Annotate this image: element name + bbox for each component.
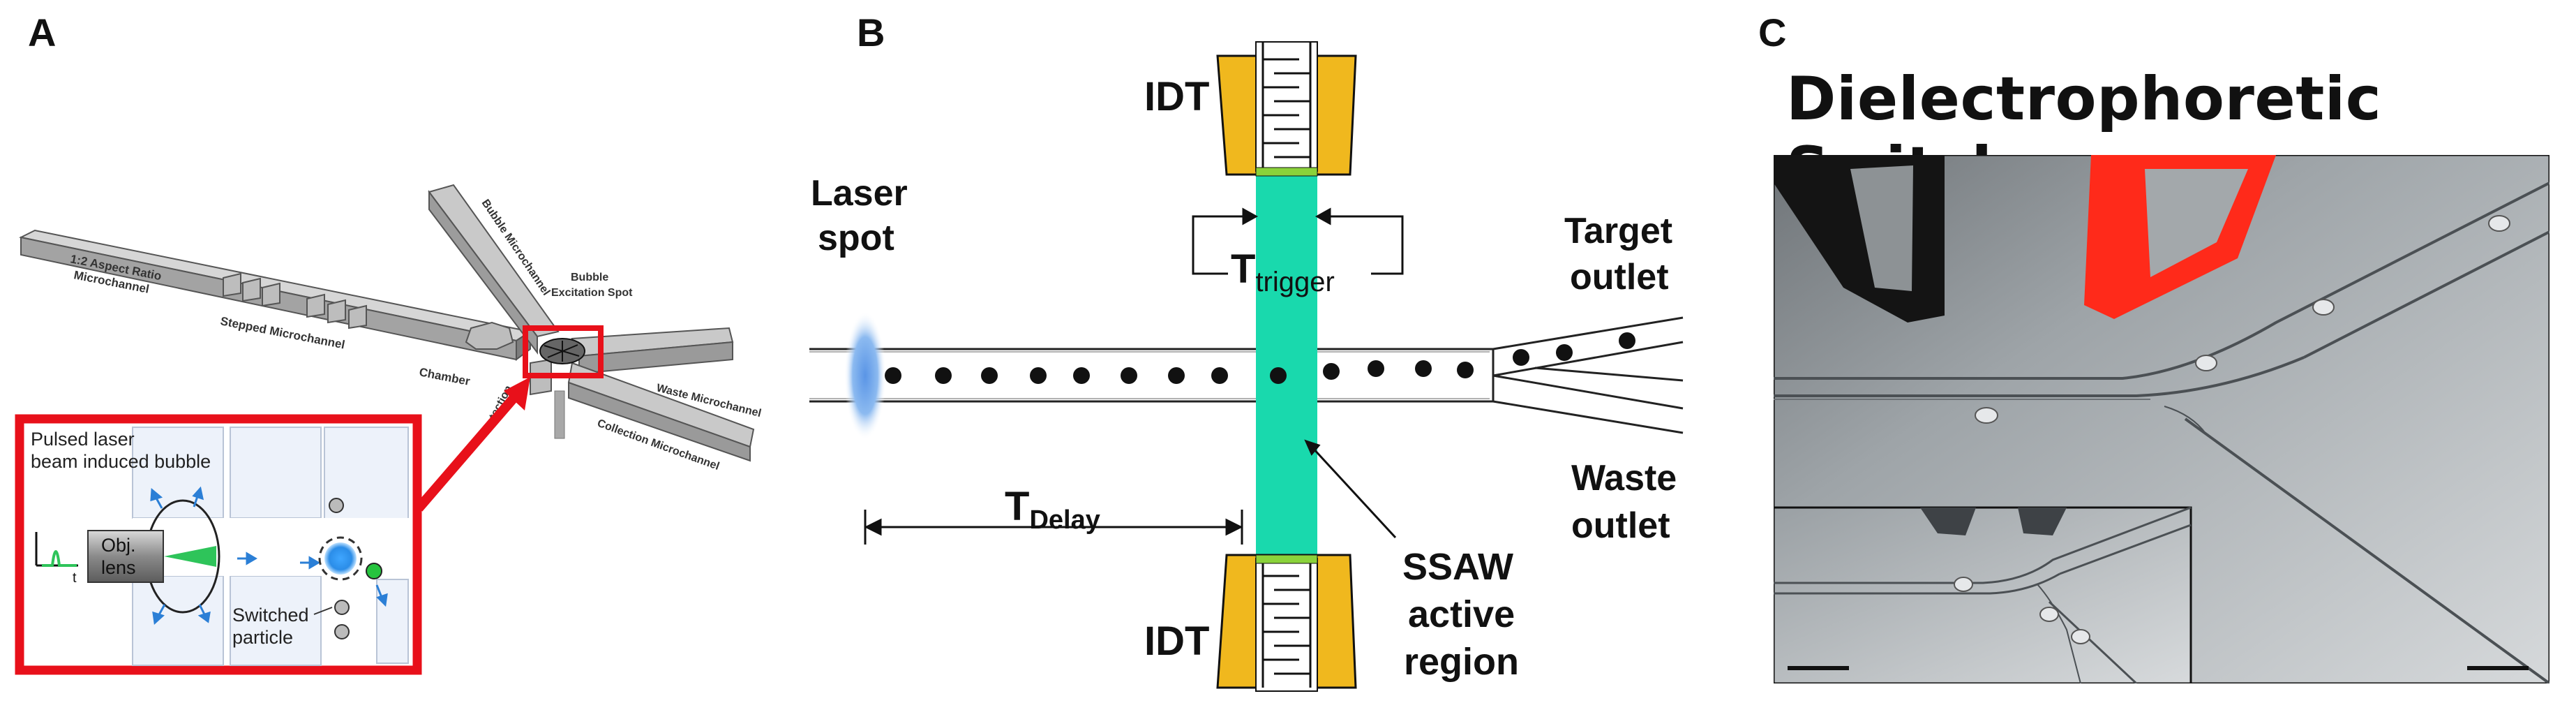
particle-top [329,498,344,513]
inset-pulsed-2: beam induced bubble [31,451,211,472]
ssaw-label-3: region [1404,641,1519,683]
bubble-microchannel [428,184,560,355]
particle-mid [334,600,350,615]
inset-scale-bar [1788,666,1849,670]
inset-axis-t: t [73,570,77,586]
inset-obj-1: Obj. [101,535,136,556]
t-trigger-bracket [1192,207,1404,275]
panel-c-micrograph [1774,155,2549,683]
main-channel [809,348,1493,403]
waste-microchannel [571,327,734,375]
bubble-spot-icon [539,338,585,364]
t-delay-arrow [864,510,1243,545]
micro-scale-bar [2467,666,2529,670]
micro-particles [1975,215,2510,424]
target-outlet-label-1: Target [1564,211,1672,251]
micro-inset [1774,506,2192,683]
t-trigger-label: Ttrigger [1231,246,1335,297]
objective-lens-icon: Obj. lens [87,530,164,583]
pulse-graph-icon: t [35,532,78,586]
t-delay-label: TDelay [1005,484,1100,535]
panel-a-diagram: 1:2 Aspect Ratio Microchannel Stepped Mi… [15,184,763,675]
panel-label-a: A [28,10,57,54]
outlet-channels [1492,316,1684,434]
stepped-blocks [223,272,367,330]
ssaw-pointer [1304,439,1397,539]
particle-green [366,563,382,579]
chamber [465,321,514,350]
inset-pulsed-1: Pulsed laser [31,429,135,450]
label-bubble-spot-2: Excitation Spot [551,287,633,299]
ssaw-region [1256,171,1317,558]
idt-top [1216,41,1357,177]
target-outlet-label-2: outlet [1570,257,1669,297]
laser-label-1: Laser [811,173,908,214]
label-bubble-spot-1: Bubble [571,272,608,283]
inset-switched-1: Switched [232,605,309,626]
waste-outlet-label-2: outlet [1571,505,1670,546]
ssaw-label-1: SSAW [1402,546,1513,588]
inset-diagram: Pulsed laser beam induced bubble Obj. le… [15,414,422,675]
panel-label-b: B [857,10,885,54]
particles-row [885,332,1635,384]
inset-switched-2: particle [232,627,293,648]
switched-particle [324,542,357,575]
panel-b-diagram: Ttrigger TDelay IDT IDT Laser spot Targe… [809,41,1684,692]
ssaw-label-2: active [1408,593,1515,635]
inset-obj-2: lens [101,557,136,578]
laser-label-2: spot [818,218,894,258]
bubble-expansion-arrows [150,486,320,626]
idt-top-label: IDT [1144,74,1209,119]
label-chamber: Chamber [418,365,471,388]
laser-spot [844,311,886,440]
waste-outlet-label-1: Waste [1571,458,1677,498]
idt-bottom-label: IDT [1144,619,1209,664]
idt-bottom [1216,554,1357,692]
panel-label-c: C [1758,10,1787,54]
bubble-spot-highlight [523,325,604,378]
switched-particle-halo [318,536,363,581]
zoom-arrow [414,377,530,512]
particle-bottom [334,624,350,639]
